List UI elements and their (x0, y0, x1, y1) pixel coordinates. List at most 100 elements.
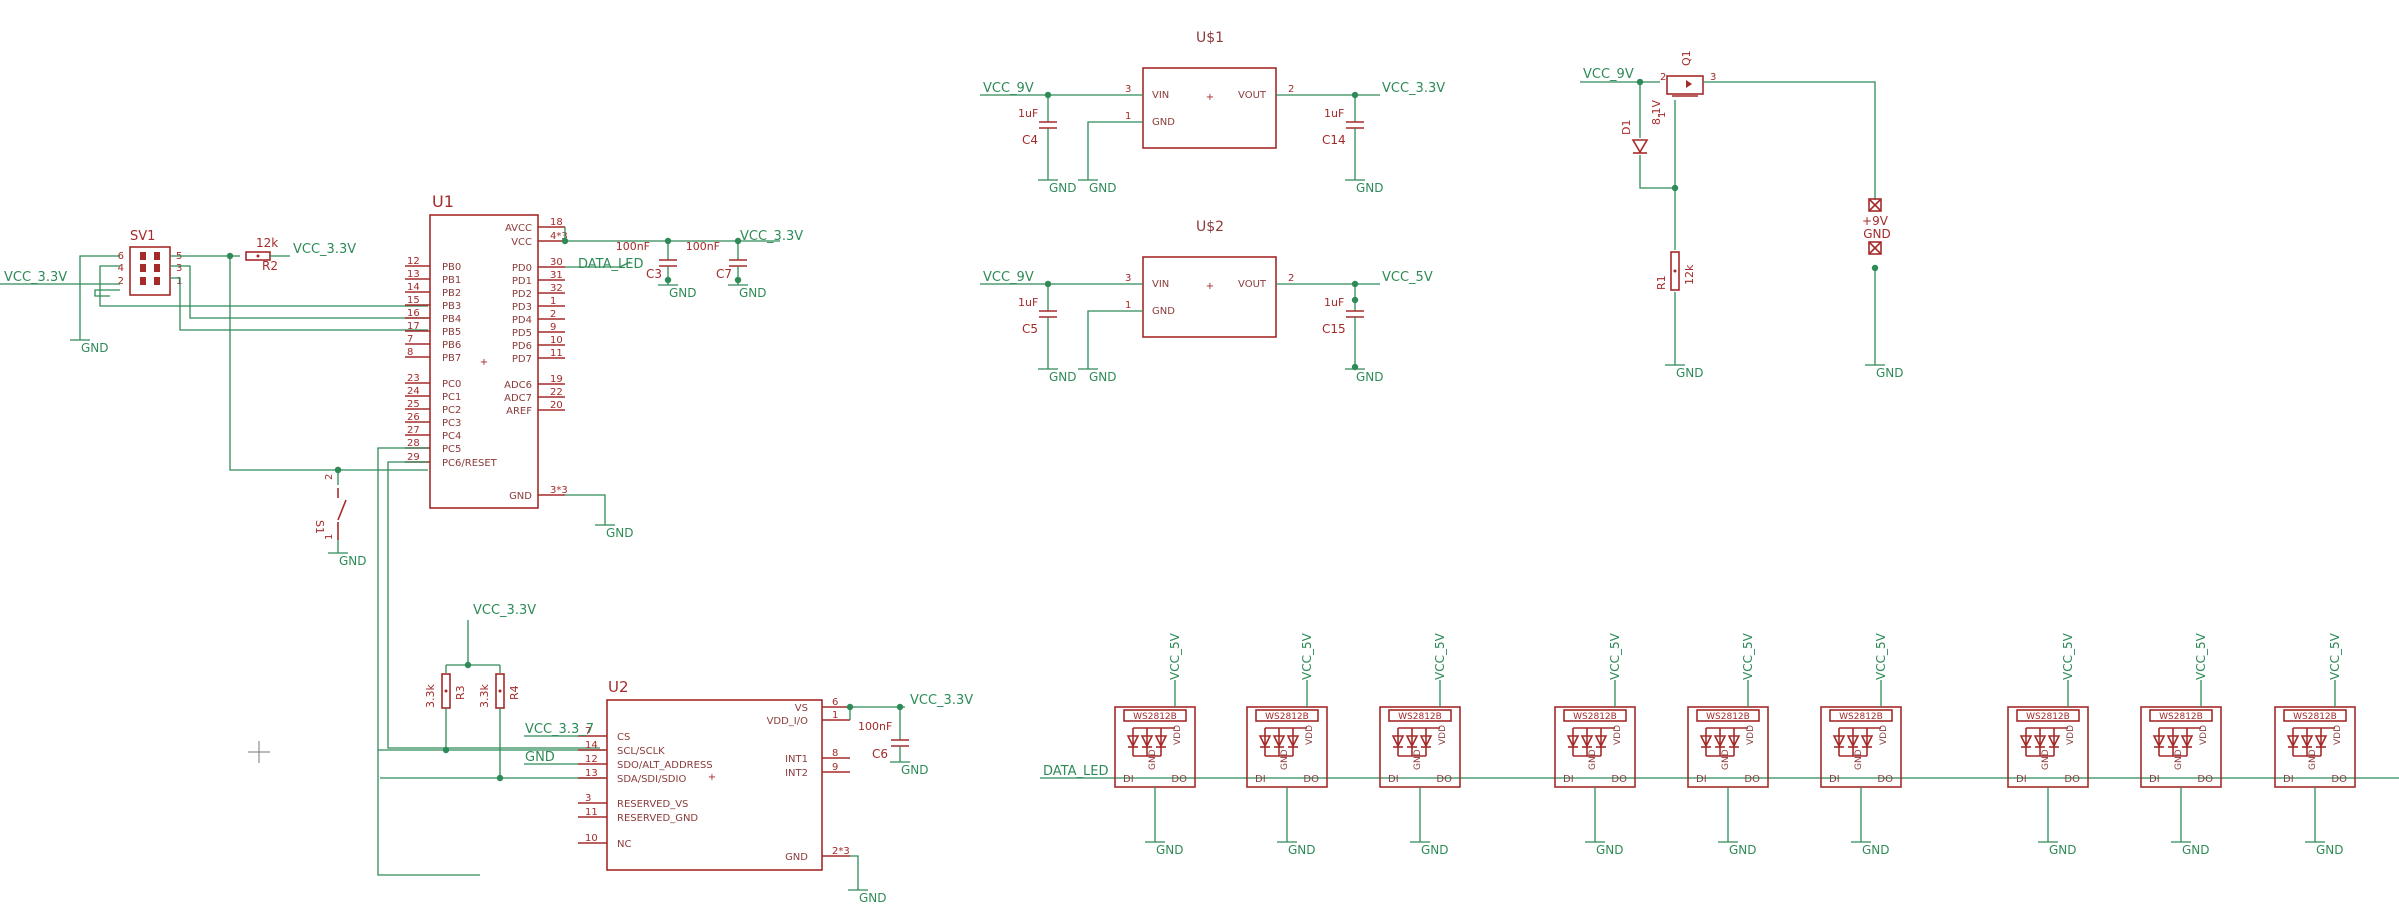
cap-value: 1uF (1018, 107, 1038, 120)
pin-number: 8 (832, 748, 838, 759)
accelerometer-u2: U2+7CS14SCL/SCLK12SDO/ALT_ADDRESS13SDA/S… (524, 678, 973, 905)
pin-number: 13 (585, 768, 598, 779)
pin-number: 26 (407, 412, 420, 423)
net-wire (565, 494, 606, 525)
led-part-label: WS2812B (1706, 712, 1750, 722)
pin-label: GND (1588, 749, 1598, 770)
pin-label: DI (2283, 774, 2294, 785)
ground-label: GND (81, 341, 109, 355)
pin-label: DI (1388, 774, 1399, 785)
net-label: VCC_3.3V (1382, 81, 1445, 96)
pin-number: 31 (550, 270, 563, 281)
pin-number: 2*3 (832, 846, 850, 857)
resistor-value: 3.3k (424, 684, 437, 708)
mcu-body (429, 214, 539, 509)
pin-number: 7 (407, 334, 413, 345)
ground-label: GND (1288, 843, 1316, 857)
pin-number: 1 (1125, 111, 1131, 122)
pin-label: PC1 (442, 392, 461, 403)
pin-label: INT2 (785, 768, 808, 779)
net-label: VCC_3.3V (910, 693, 973, 708)
net-wire (1703, 81, 1876, 200)
net-wire (229, 256, 338, 471)
pin-label: PC6/RESET (442, 458, 498, 469)
pin-label: VOUT (1238, 279, 1267, 290)
net-label: VCC_3.3_7 (525, 722, 594, 737)
pin-label: GND (1148, 749, 1158, 770)
pin-label: ADC6 (504, 380, 532, 391)
pin-label: PB4 (442, 314, 461, 325)
net-label: VCC_5V (2328, 632, 2342, 680)
diode-name: D1 (1620, 120, 1633, 135)
pin-number: 6 (118, 251, 124, 262)
pin-number: 10 (550, 335, 563, 346)
cap-value: 100nF (686, 240, 720, 253)
net-wire (377, 447, 480, 876)
cap-value: 100nF (858, 720, 892, 733)
net-wire (94, 289, 120, 297)
ground-symbol: GND (1865, 364, 1904, 380)
resistor-body (1670, 251, 1680, 291)
pin-number: 32 (550, 283, 563, 294)
pin-label: VDD (2199, 725, 2209, 745)
pin-label: RESERVED_VS (617, 799, 688, 810)
pin-number: 7 (585, 726, 591, 737)
pin-label: DO (1611, 774, 1627, 785)
pin-label: VDD (2066, 725, 2076, 745)
junction-dot (734, 276, 742, 284)
pin-label: PB2 (442, 288, 461, 299)
pin-label: DI (2149, 774, 2160, 785)
net-label: VCC_5V (1874, 632, 1888, 680)
origin-crosshair (248, 741, 270, 763)
fet-arrow (1686, 80, 1692, 88)
connector-pad-x (1868, 241, 1882, 255)
pin-number: 17 (407, 321, 420, 332)
pin-label: SCL/SCLK (617, 746, 665, 757)
led-part-label: WS2812B (1398, 712, 1442, 722)
connector-name: SV1 (130, 229, 155, 244)
led-part-label: WS2812B (2293, 712, 2337, 722)
pin-label: DI (1563, 774, 1574, 785)
pin-label: DO (1877, 774, 1893, 785)
ground-label: GND (1876, 366, 1904, 380)
pin-number: 2 (324, 474, 335, 480)
origin-mark: + (708, 772, 716, 783)
pin-label: PC3 (442, 418, 461, 429)
pin-number: 1 (832, 710, 838, 721)
net-label: VCC_5V (1741, 632, 1755, 680)
resistor-name: R3 (454, 685, 467, 700)
pin-number: 25 (407, 399, 420, 410)
net-wire (170, 265, 428, 319)
led-part-box (1255, 709, 1319, 722)
pin-label: PB6 (442, 340, 461, 351)
resistor-name: R1 (1655, 275, 1668, 290)
switch-lever (337, 499, 347, 521)
connector-pad (1868, 198, 1882, 212)
pin-label: CS (617, 732, 630, 743)
connector-label: GND (1863, 227, 1891, 241)
pin-label: GND (1413, 749, 1423, 770)
pin-number: 18 (550, 217, 563, 228)
ground-symbol: GND (728, 284, 767, 300)
net-label: VCC_9V (983, 81, 1034, 96)
led-part-label: WS2812B (1573, 712, 1617, 722)
led-part-label: WS2812B (2026, 712, 2070, 722)
ground-label: GND (339, 554, 367, 568)
pin-number: 2 (1288, 273, 1294, 284)
ground-symbol: GND (70, 339, 109, 355)
ground-label: GND (2049, 843, 2077, 857)
pin-label: DO (2064, 774, 2080, 785)
pin-number: 1 (1125, 300, 1131, 311)
origin-mark: + (480, 357, 488, 368)
connector-pad (1868, 241, 1882, 255)
regulator-body (1142, 256, 1277, 338)
ground-symbol: GND (2171, 841, 2210, 857)
net-label: VCC_5V (1168, 632, 1182, 680)
ground-symbol: GND (1078, 368, 1117, 384)
pin-label: DI (1123, 774, 1134, 785)
pin-label: GND (2174, 749, 2184, 770)
